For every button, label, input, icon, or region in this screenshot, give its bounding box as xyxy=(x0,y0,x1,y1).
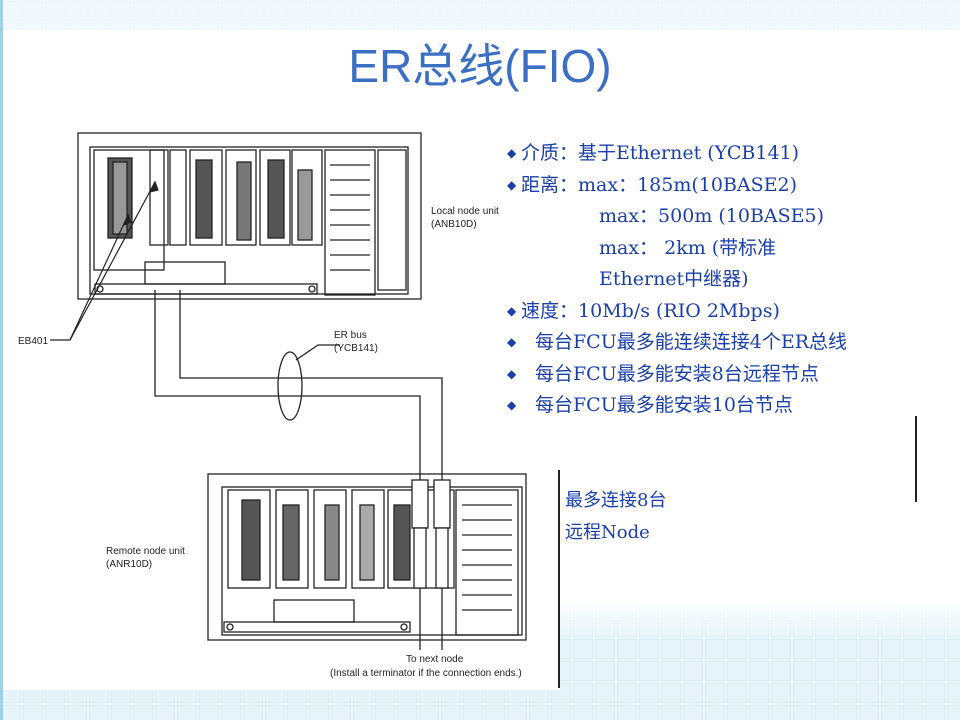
bullet-value: 每台FCU最多能连续连接4个ER总线 xyxy=(535,331,847,353)
bullet-key: 介质： xyxy=(521,142,579,164)
side-note: 最多连接8台 远程Node xyxy=(565,485,666,549)
diamond-bullet-icon: ◆ xyxy=(507,303,517,318)
diamond-bullet-icon: ◆ xyxy=(507,398,517,412)
er-bus-label-1: ER bus xyxy=(334,330,367,341)
bullet-value: 每台FCU最多能安装10台节点 xyxy=(535,394,793,416)
bullet-speed: ◆ 速度： 10Mb/s (RIO 2Mbps) xyxy=(507,296,947,328)
diamond-bullet-icon: ◆ xyxy=(507,335,517,349)
bullet-distance-line-3: max： 2km (带标准 xyxy=(599,236,777,259)
bullet-fcu-remote: ◆ 每台FCU最多能安装8台远程节点 xyxy=(507,359,947,391)
eb401-label: EB401 xyxy=(18,336,48,347)
next-node-label-2: (Install a terminator if the connection … xyxy=(330,668,522,679)
bullet-key: 距离： xyxy=(521,173,579,196)
local-unit-label-2: (ANB10D) xyxy=(431,219,477,230)
divider-line xyxy=(915,416,917,502)
diagram-frame xyxy=(558,470,560,688)
bullet-distance-line-2: max：500m (10BASE5) xyxy=(599,205,825,227)
diamond-bullet-icon: ◆ xyxy=(507,177,517,192)
diamond-bullet-icon: ◆ xyxy=(507,146,517,160)
bullet-value: 基于Ethernet (YCB141) xyxy=(578,142,800,164)
bullet-value: max：185m(10BASE2) xyxy=(578,173,798,196)
er-bus-label-2: (YCB141) xyxy=(334,343,378,354)
remote-node-unit xyxy=(207,473,527,641)
side-note-line-2: 远程Node xyxy=(565,522,650,543)
bullet-value: 每台FCU最多能安装8台远程节点 xyxy=(535,362,819,385)
slide-title: ER总线(FIO) xyxy=(348,40,612,92)
bullet-key: 速度： xyxy=(521,299,579,322)
bullet-fcu-nodes: ◆ 每台FCU最多能安装10台节点 xyxy=(507,390,947,422)
next-node-label-1: To next node xyxy=(406,654,464,665)
diamond-bullet-icon: ◆ xyxy=(507,366,517,381)
bullet-distance: ◆ 距离： max：185m(10BASE2) xyxy=(507,170,947,202)
er-bus-diagram: Local node unit (ANB10D) EB401 ER bus (Y… xyxy=(18,132,560,688)
bullet-medium: ◆ 介质： 基于Ethernet (YCB141) xyxy=(507,138,947,170)
remote-unit-label-1: Remote node unit xyxy=(106,546,185,557)
local-node-unit xyxy=(77,132,422,300)
spec-bullet-list: ◆ 介质： 基于Ethernet (YCB141) ◆ 距离： max：185m… xyxy=(507,138,947,422)
side-note-line-1: 最多连接8台 xyxy=(565,490,667,511)
bullet-value: 10Mb/s (RIO 2Mbps) xyxy=(578,299,780,322)
local-unit-label-1: Local node unit xyxy=(431,206,499,217)
eb401-pointers xyxy=(50,180,159,341)
bullet-distance-line-4: Ethernet中继器) xyxy=(599,268,749,290)
bullet-fcu-er: ◆ 每台FCU最多能连续连接4个ER总线 xyxy=(507,327,947,359)
bus-connectors xyxy=(411,479,451,650)
er-bus-cables xyxy=(154,290,443,480)
remote-unit-label-2: (ANR10D) xyxy=(106,559,152,570)
